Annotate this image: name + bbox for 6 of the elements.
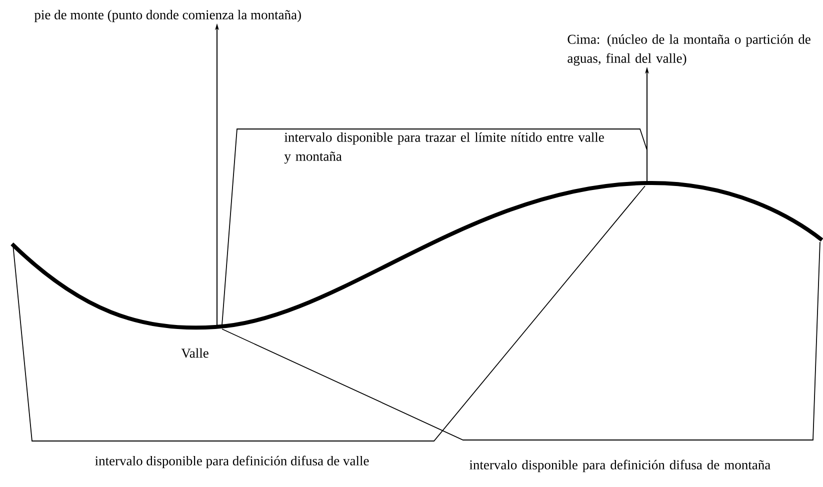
label-text: intervalo disponible para trazar el límite nítido entre valle y montaña <box>284 132 604 164</box>
label-text: pie de monte (punto donde comienza la montaña) <box>34 10 301 22</box>
label-text: intervalo disponible para definición difusa de montaña <box>469 460 770 472</box>
label-text: Cima: (núcleo de la montaña o partición de aguas, final del valle) <box>568 34 810 66</box>
label-text: Valle <box>181 348 208 358</box>
label-text: intervalo disponible para definición difusa de valle <box>95 456 369 468</box>
